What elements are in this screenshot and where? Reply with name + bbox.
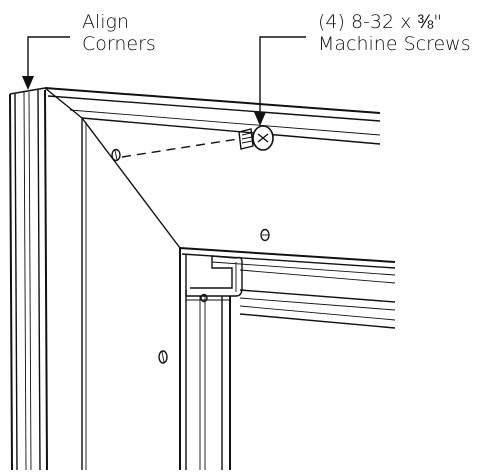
screw-insertion-path — [121, 138, 239, 158]
screw-hole-bracket — [200, 293, 208, 303]
align-corners-label-line1: Align — [82, 11, 129, 33]
machine-screws-label: (4) 8-32 x ⅜" Machine Screws — [318, 11, 471, 55]
machine-screws-label-line1: (4) 8-32 x ⅜" — [318, 11, 442, 33]
screw-hole-lower-left — [158, 350, 168, 364]
left-frame-member — [9, 87, 48, 471]
align-corners-leader — [22, 36, 70, 90]
screw-hole-upper-left — [111, 148, 121, 162]
machine-screws-label-line2: Machine Screws — [318, 33, 471, 55]
machine-screws-leader — [254, 36, 306, 126]
screw-hole-upper-right — [260, 228, 270, 242]
align-corners-label-line2: Corners — [82, 33, 156, 55]
top-frame-member — [44, 87, 381, 145]
align-corners-label: Align Corners — [82, 11, 156, 55]
inner-frame-channel — [179, 247, 396, 470]
machine-screw-icon — [238, 125, 274, 151]
mitered-corner-panel — [81, 117, 181, 470]
